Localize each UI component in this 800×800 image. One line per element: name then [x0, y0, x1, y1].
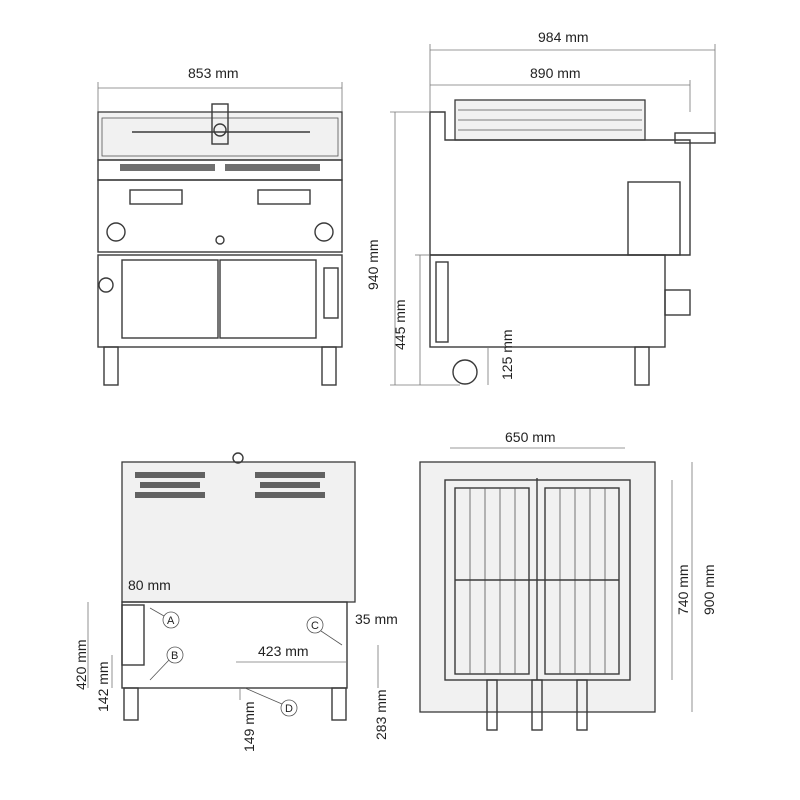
- front-view: 853 mm: [97, 65, 343, 386]
- side-grill-bars: [458, 109, 642, 131]
- front-vent: [120, 164, 320, 171]
- top-overall-depth-label: 900 mm: [701, 564, 717, 615]
- back-height-d-label: 149 mm: [241, 701, 257, 752]
- back-height-c-label: 283 mm: [373, 689, 389, 740]
- top-view: 650 mm 740 mm 900 mm: [419, 429, 717, 731]
- svg-text:B: B: [171, 650, 178, 662]
- marker-a: A: [149, 607, 180, 629]
- side-overall-depth-label: 984 mm: [538, 29, 589, 45]
- back-offset-right-label: 35 mm: [355, 611, 398, 627]
- back-height-a-label: 420 mm: [73, 639, 89, 690]
- wheel-icon: [452, 359, 478, 385]
- svg-text:A: A: [167, 615, 175, 627]
- top-grill-depth-label: 740 mm: [675, 564, 691, 615]
- svg-text:D: D: [285, 703, 293, 715]
- back-offset-top-label: 80 mm: [128, 577, 171, 593]
- top-grill-width-label: 650 mm: [505, 429, 556, 445]
- side-body-depth-label: 890 mm: [530, 65, 581, 81]
- knob-icon: [314, 222, 334, 242]
- handle-icon: [674, 132, 716, 144]
- back-height-b-label: 142 mm: [95, 661, 111, 712]
- marker-c: C: [306, 616, 343, 646]
- marker-d: D: [244, 687, 298, 717]
- knob-icon: [106, 222, 126, 242]
- front-width-label: 853 mm: [188, 65, 239, 81]
- back-span-label: 423 mm: [258, 643, 309, 659]
- side-leg-height-label: 125 mm: [499, 329, 515, 380]
- back-vents: [135, 472, 325, 498]
- svg-text:C: C: [311, 620, 319, 632]
- top-grill-bars: [454, 478, 620, 680]
- side-cabinet-height-label: 445 mm: [392, 299, 408, 350]
- marker-b: B: [149, 646, 184, 681]
- back-view: 80 mm 35 mm 423 mm 420 mm 142 mm 283 mm …: [73, 452, 398, 752]
- side-height-label: 940 mm: [365, 239, 381, 290]
- side-view: 984 mm 890 mm 940 mm 445 mm 125 mm: [365, 29, 716, 386]
